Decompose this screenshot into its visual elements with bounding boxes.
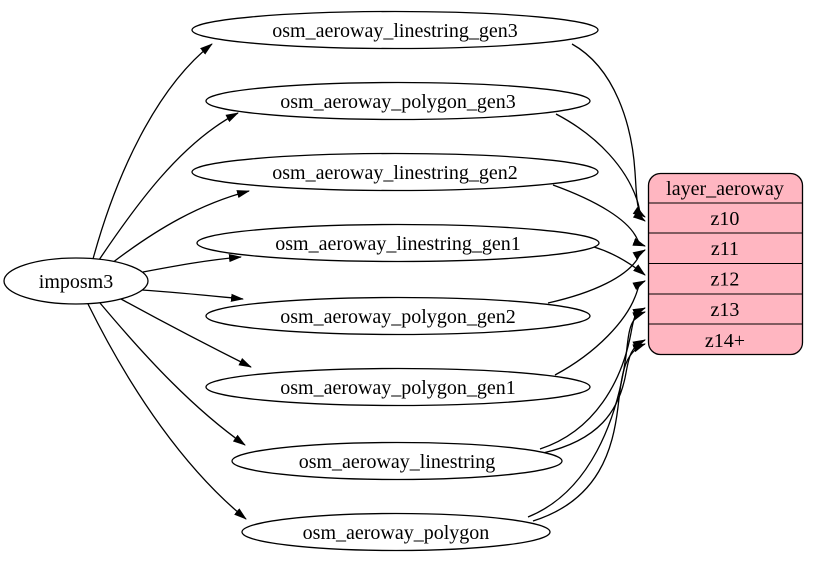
edge-imposm3-to-osm_aeroway_polygon_gen2 (141, 289, 244, 302)
edge-osm_aeroway_polygon_gen1-to-z12 (554, 280, 646, 376)
layer-row-z14plus: z14+ (705, 330, 745, 352)
edge-osm_aeroway_polygon-to-z14+ (532, 343, 646, 522)
table-label: osm_aeroway_linestring_gen1 (275, 233, 521, 255)
edge-imposm3-to-osm_aeroway_linestring (99, 302, 246, 446)
node-layer-aeroway: layer_aeroway z10 z11 z12 z13 z14+ (647, 172, 804, 356)
node-osm-aeroway-polygon: osm_aeroway_polygon (241, 512, 551, 552)
edge-osm_aeroway_polygon-to-z13 (527, 311, 646, 518)
table-ellipse (231, 441, 563, 481)
node-osm-aeroway-linestring-gen2: osm_aeroway_linestring_gen2 (191, 152, 599, 192)
table-ellipse (191, 10, 599, 50)
table-label: osm_aeroway_polygon (303, 522, 490, 544)
layer-row-z10: z10 (711, 208, 740, 230)
layer-row-z12: z12 (711, 269, 740, 291)
layer-row-z11: z11 (711, 238, 739, 260)
edge-imposm3-to-osm_aeroway_polygon_gen1 (120, 298, 252, 368)
layer-title: layer_aeroway (666, 178, 784, 200)
table-label: osm_aeroway_polygon_gen2 (280, 306, 516, 328)
edge-osm_aeroway_polygon_gen3-to-z10 (555, 113, 646, 222)
edge-imposm3-to-osm_aeroway_linestring_gen3 (92, 43, 213, 260)
table-ellipse (191, 152, 599, 192)
edge-imposm3-to-osm_aeroway_polygon_gen3 (98, 112, 239, 261)
table-ellipse (196, 223, 600, 263)
node-osm-aeroway-linestring: osm_aeroway_linestring (231, 441, 563, 481)
table-label: osm_aeroway_linestring_gen3 (272, 20, 518, 42)
edges-layer (87, 43, 646, 522)
edge-osm_aeroway_linestring_gen1-to-z12 (593, 246, 646, 276)
node-osm-aeroway-polygon-gen3: osm_aeroway_polygon_gen3 (205, 81, 591, 121)
node-osm-aeroway-polygon-gen2: osm_aeroway_polygon_gen2 (205, 296, 591, 336)
table-label: osm_aeroway_polygon_gen1 (280, 377, 516, 399)
node-osm-aeroway-linestring-gen3: osm_aeroway_linestring_gen3 (191, 10, 599, 50)
node-osm-aeroway-polygon-gen1: osm_aeroway_polygon_gen1 (205, 367, 591, 407)
table-label: osm_aeroway_linestring (299, 451, 496, 473)
edge-osm_aeroway_polygon_gen2-to-z11 (547, 249, 646, 304)
node-osm-aeroway-linestring-gen1: osm_aeroway_linestring_gen1 (196, 223, 600, 263)
node-imposm3: imposm3 (3, 257, 149, 305)
table-label: osm_aeroway_linestring_gen2 (272, 162, 518, 184)
table-ellipse (205, 81, 591, 121)
table-ellipse (241, 512, 551, 552)
edge-imposm3-to-osm_aeroway_linestring_gen2 (111, 190, 250, 264)
imposm3-label: imposm3 (39, 271, 113, 293)
edge-imposm3-to-osm_aeroway_polygon (87, 303, 247, 520)
table-ellipse (205, 367, 591, 407)
edge-osm_aeroway_linestring_gen2-to-z11 (552, 184, 646, 247)
layer-row-z13: z13 (711, 299, 740, 321)
edge-imposm3-to-osm_aeroway_linestring_gen1 (142, 254, 242, 273)
imposm3-ellipse (3, 257, 149, 305)
table-label: osm_aeroway_polygon_gen3 (280, 91, 516, 113)
table-ellipse (205, 296, 591, 336)
